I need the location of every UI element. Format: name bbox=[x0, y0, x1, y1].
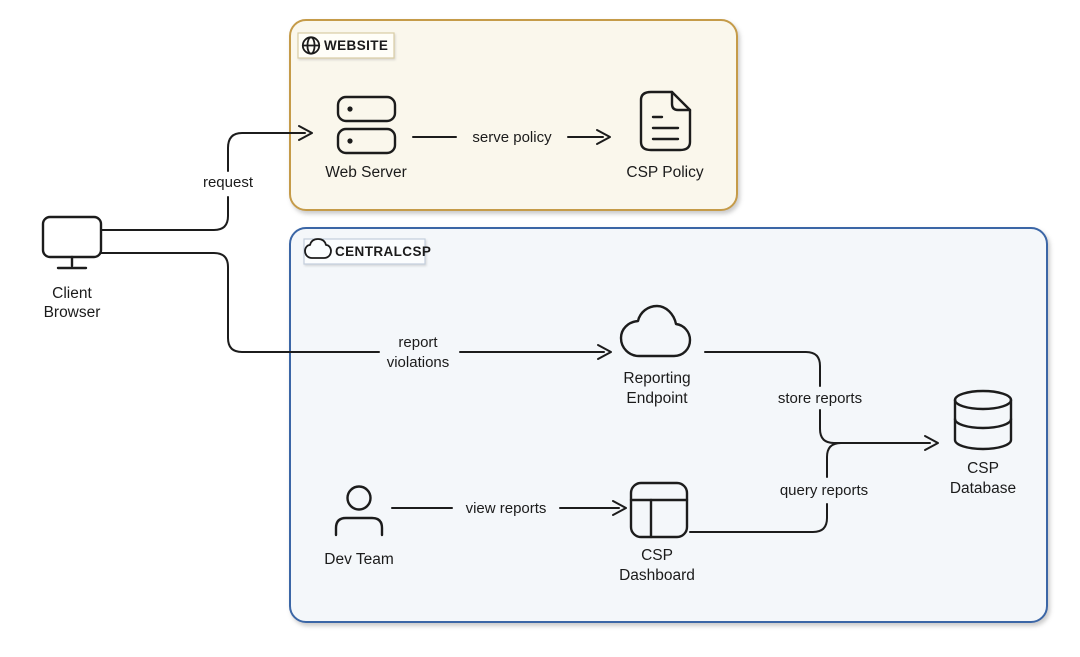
edge-label-view-reports: view reports bbox=[466, 500, 547, 517]
reporting-endpoint-label-line1: Reporting bbox=[623, 370, 690, 387]
edge-label-request: request bbox=[203, 174, 254, 191]
report-violations-line-segment bbox=[100, 252, 380, 353]
server-icon bbox=[336, 95, 397, 155]
cloud-icon bbox=[619, 304, 692, 358]
cloud-icon bbox=[304, 238, 332, 259]
edge-label-serve-policy: serve policy bbox=[472, 129, 552, 146]
centralcsp-box bbox=[289, 227, 1048, 623]
csp-database-label-line1: CSP bbox=[967, 460, 999, 477]
node-web-server: Web Server bbox=[325, 95, 407, 181]
node-csp-database: CSP Database bbox=[950, 389, 1016, 497]
centralcsp-label-badge: CENTRALCSP bbox=[303, 238, 431, 265]
client-browser-label-line1: Client bbox=[52, 285, 92, 302]
csp-dashboard-label-line2: Dashboard bbox=[619, 567, 695, 584]
website-box bbox=[289, 19, 738, 211]
dashboard-icon bbox=[629, 481, 689, 539]
centralcsp-label-box bbox=[303, 238, 426, 265]
node-reporting-endpoint: Reporting Endpoint bbox=[619, 304, 692, 407]
store-reports-line-segment bbox=[704, 351, 821, 387]
arrowhead-icon bbox=[924, 435, 939, 451]
query-reports-line-segment bbox=[689, 503, 828, 533]
query-reports-line-segment bbox=[826, 442, 842, 478]
csp-dashboard-label-line1: CSP bbox=[641, 547, 673, 564]
database-icon bbox=[953, 389, 1013, 451]
client-browser-label-line2: Browser bbox=[44, 304, 101, 321]
node-dev-team: Dev Team bbox=[324, 485, 394, 568]
csp-policy-label: CSP Policy bbox=[626, 164, 703, 181]
edge-report-violations: report violations bbox=[100, 252, 612, 371]
monitor-icon bbox=[41, 215, 103, 270]
centralcsp-label: CENTRALCSP bbox=[335, 244, 431, 259]
edge-label-store-reports: store reports bbox=[778, 390, 862, 407]
reporting-endpoint-label-line2: Endpoint bbox=[626, 390, 688, 407]
web-server-label: Web Server bbox=[325, 164, 407, 181]
person-icon bbox=[334, 485, 384, 537]
arrowhead-icon bbox=[612, 500, 627, 516]
website-label-badge: WEBSITE bbox=[297, 32, 395, 59]
edge-serve-policy: serve policy bbox=[412, 129, 611, 146]
node-csp-dashboard: CSP Dashboard bbox=[619, 481, 695, 584]
website-label: WEBSITE bbox=[324, 38, 388, 53]
dev-team-label: Dev Team bbox=[324, 551, 394, 568]
globe-icon bbox=[301, 36, 321, 55]
edge-store-reports: store reports bbox=[704, 351, 939, 451]
store-reports-line-segment bbox=[819, 409, 931, 444]
edge-view-reports: view reports bbox=[391, 500, 627, 517]
node-client-browser: Client Browser bbox=[41, 215, 103, 321]
arrowhead-icon bbox=[596, 129, 611, 145]
edge-label-query-reports: query reports bbox=[780, 482, 868, 499]
node-csp-policy: CSP Policy bbox=[626, 90, 704, 181]
request-line-segment bbox=[100, 196, 229, 231]
csp-database-label-line2: Database bbox=[950, 480, 1016, 497]
edge-query-reports: query reports bbox=[689, 442, 868, 533]
arrowhead-icon bbox=[298, 125, 313, 141]
edge-label-report-violations-line1: report bbox=[398, 334, 438, 351]
edge-request: request bbox=[100, 125, 313, 231]
document-icon bbox=[639, 90, 692, 152]
group-website: WEBSITE bbox=[289, 19, 738, 211]
group-centralcsp: CENTRALCSP bbox=[289, 227, 1048, 623]
edge-label-report-violations-line2: violations bbox=[387, 354, 450, 371]
arrowhead-icon bbox=[597, 344, 612, 360]
request-line-segment bbox=[227, 132, 306, 172]
